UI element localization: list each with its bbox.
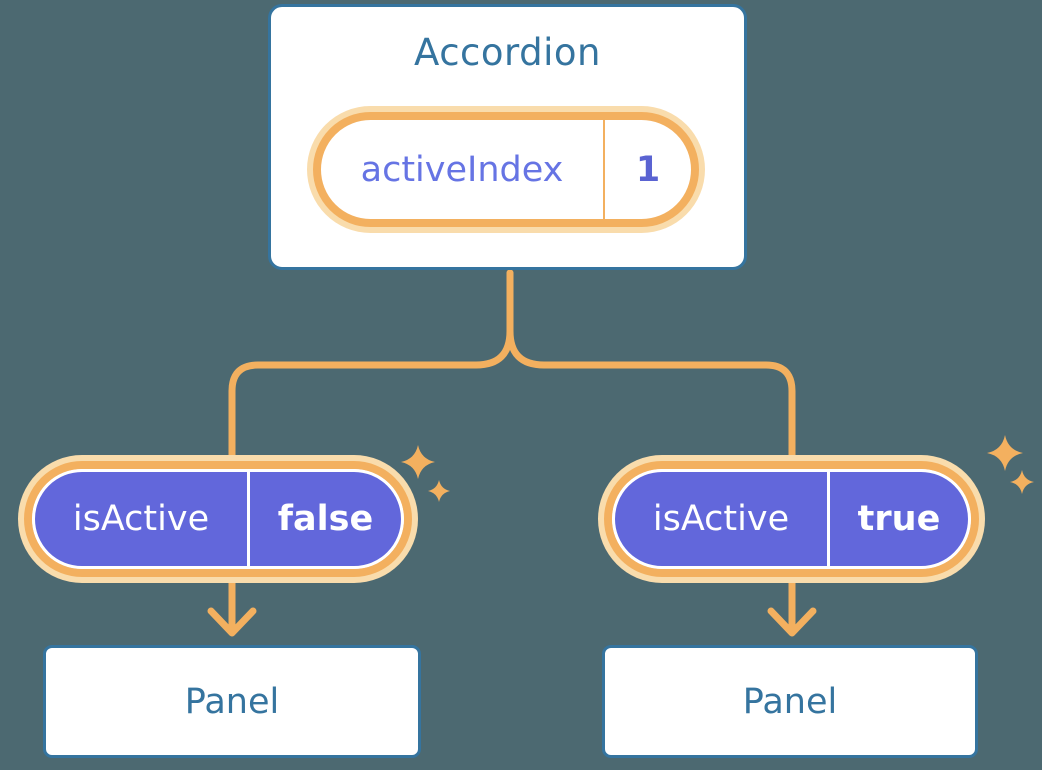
- panel-component-card-left: Panel: [43, 645, 421, 758]
- accordion-title: Accordion: [414, 31, 601, 74]
- state-pill-body: activeIndex 1: [321, 120, 691, 219]
- state-label: activeIndex: [360, 149, 564, 190]
- sparkle-icon: [428, 480, 450, 502]
- state-label: isActive: [652, 499, 790, 539]
- right-arrow-down-icon: [767, 607, 817, 637]
- is-active-state-pill-right: isActive true: [598, 455, 985, 583]
- sparkle-icon: [987, 435, 1023, 471]
- active-index-state-pill: activeIndex 1: [307, 106, 705, 233]
- pill-divider: [827, 472, 830, 566]
- state-pill-ring: isActive false: [24, 461, 412, 577]
- is-active-state-pill-left: isActive false: [18, 455, 418, 583]
- state-pill-ring: activeIndex 1: [313, 112, 699, 227]
- pill-divider: [247, 472, 250, 566]
- state-label: isActive: [72, 499, 210, 539]
- state-pill-body: isActive false: [32, 469, 404, 569]
- sparkle-icon: [401, 445, 435, 479]
- state-value: true: [857, 499, 941, 539]
- state-pill-body: isActive true: [612, 469, 971, 569]
- right-branch-line: [506, 269, 796, 635]
- accordion-component-card: Accordion activeIndex 1: [268, 4, 747, 270]
- state-value: false: [277, 499, 374, 539]
- sparkle-icon: [1010, 470, 1034, 494]
- pill-divider: [603, 120, 605, 219]
- panel-component-card-right: Panel: [602, 645, 978, 758]
- left-arrow-down-icon: [207, 607, 257, 637]
- state-value: 1: [635, 149, 661, 190]
- state-pill-ring: isActive true: [604, 461, 979, 577]
